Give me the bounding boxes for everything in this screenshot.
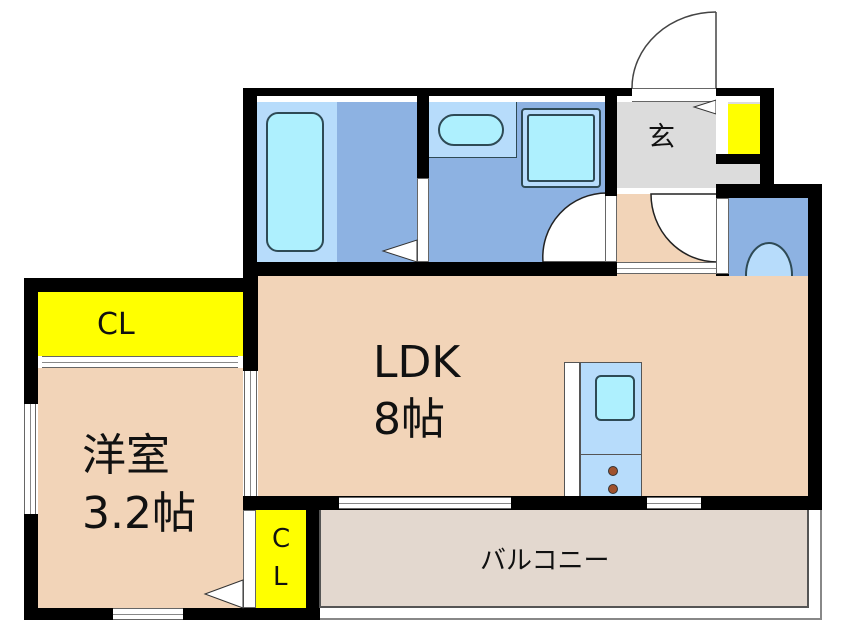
wall-entry-right-vert [760, 88, 774, 198]
wall-left-bath [243, 88, 257, 278]
ldk-floor [258, 276, 808, 496]
western-room-window-bottom[interactable] [113, 608, 183, 620]
western-room-window-side[interactable] [24, 404, 36, 514]
closet-small [256, 510, 306, 608]
wall-western-outer [24, 278, 258, 292]
closet-main-label: CL [97, 307, 135, 342]
closet-small-door[interactable] [243, 510, 256, 608]
ldk-size-label: 8帖 [373, 394, 445, 445]
bathroom-wash-area [337, 102, 417, 262]
kitchen-counter-edge [564, 362, 580, 498]
closet-main-sliding-door[interactable] [42, 356, 238, 368]
closet-small-label-l: L [273, 562, 288, 592]
wall-ldk-left-top [243, 276, 258, 371]
ldk-name-label: LDK [373, 337, 461, 388]
washroom-door-frame[interactable] [605, 188, 617, 262]
wall-western-left-bottom [24, 514, 38, 620]
toilet-door[interactable] [716, 198, 729, 274]
entrance-door-swing-icon [631, 11, 717, 89]
ldk-window-balcony-small[interactable] [647, 497, 701, 509]
washing-machine [527, 114, 595, 182]
entrance-label: 玄 [648, 122, 675, 153]
wall-hallway-top [605, 188, 617, 196]
shoe-cabinet [728, 104, 760, 154]
hallway-door-swing-icon [650, 193, 718, 263]
kitchen-stove-divider [580, 454, 642, 455]
wall-closet-small-right [306, 496, 320, 620]
wall-below-bath [243, 262, 617, 276]
ldk-western-door-sliding[interactable] [244, 371, 257, 496]
shoe-cabinet-frame [716, 96, 728, 154]
balcony-label: バルコニー [480, 546, 610, 576]
stove-burner-2 [608, 484, 618, 494]
ldk-floor-upper-right [617, 274, 716, 354]
washroom-door-swing-icon [542, 192, 608, 263]
washbasin [438, 114, 504, 146]
wall-ldk-right [808, 184, 822, 510]
western-room-name-label: 洋室 [82, 430, 170, 481]
wall-top-block [243, 88, 773, 96]
western-room-floor [38, 368, 243, 608]
hallway-door-sliding[interactable] [617, 262, 716, 274]
wall-shoe-cabinet [716, 154, 762, 164]
stove-burner-1 [608, 466, 618, 476]
wall-bath-wash [417, 96, 429, 178]
ldk-window-balcony-large[interactable] [339, 497, 511, 509]
closet-main [38, 292, 243, 356]
bathroom-door[interactable] [417, 178, 429, 262]
wall-ldk-bottom [243, 496, 822, 510]
kitchen-sink [595, 375, 635, 421]
wall-entry-right [716, 88, 774, 96]
bathroom-door-swing-icon [381, 239, 418, 263]
wall-wash-entry [605, 96, 617, 188]
closet-small-door-swing-icon [203, 579, 244, 609]
bathtub [266, 112, 324, 252]
shoe-cabinet-door-icon [692, 99, 717, 115]
balcony-floor [319, 510, 809, 608]
closet-small-label-c: C [272, 524, 291, 554]
western-room-size-label: 3.2帖 [82, 488, 196, 539]
entrance-door-threshold[interactable] [632, 88, 716, 102]
wall-western-left [24, 278, 38, 404]
